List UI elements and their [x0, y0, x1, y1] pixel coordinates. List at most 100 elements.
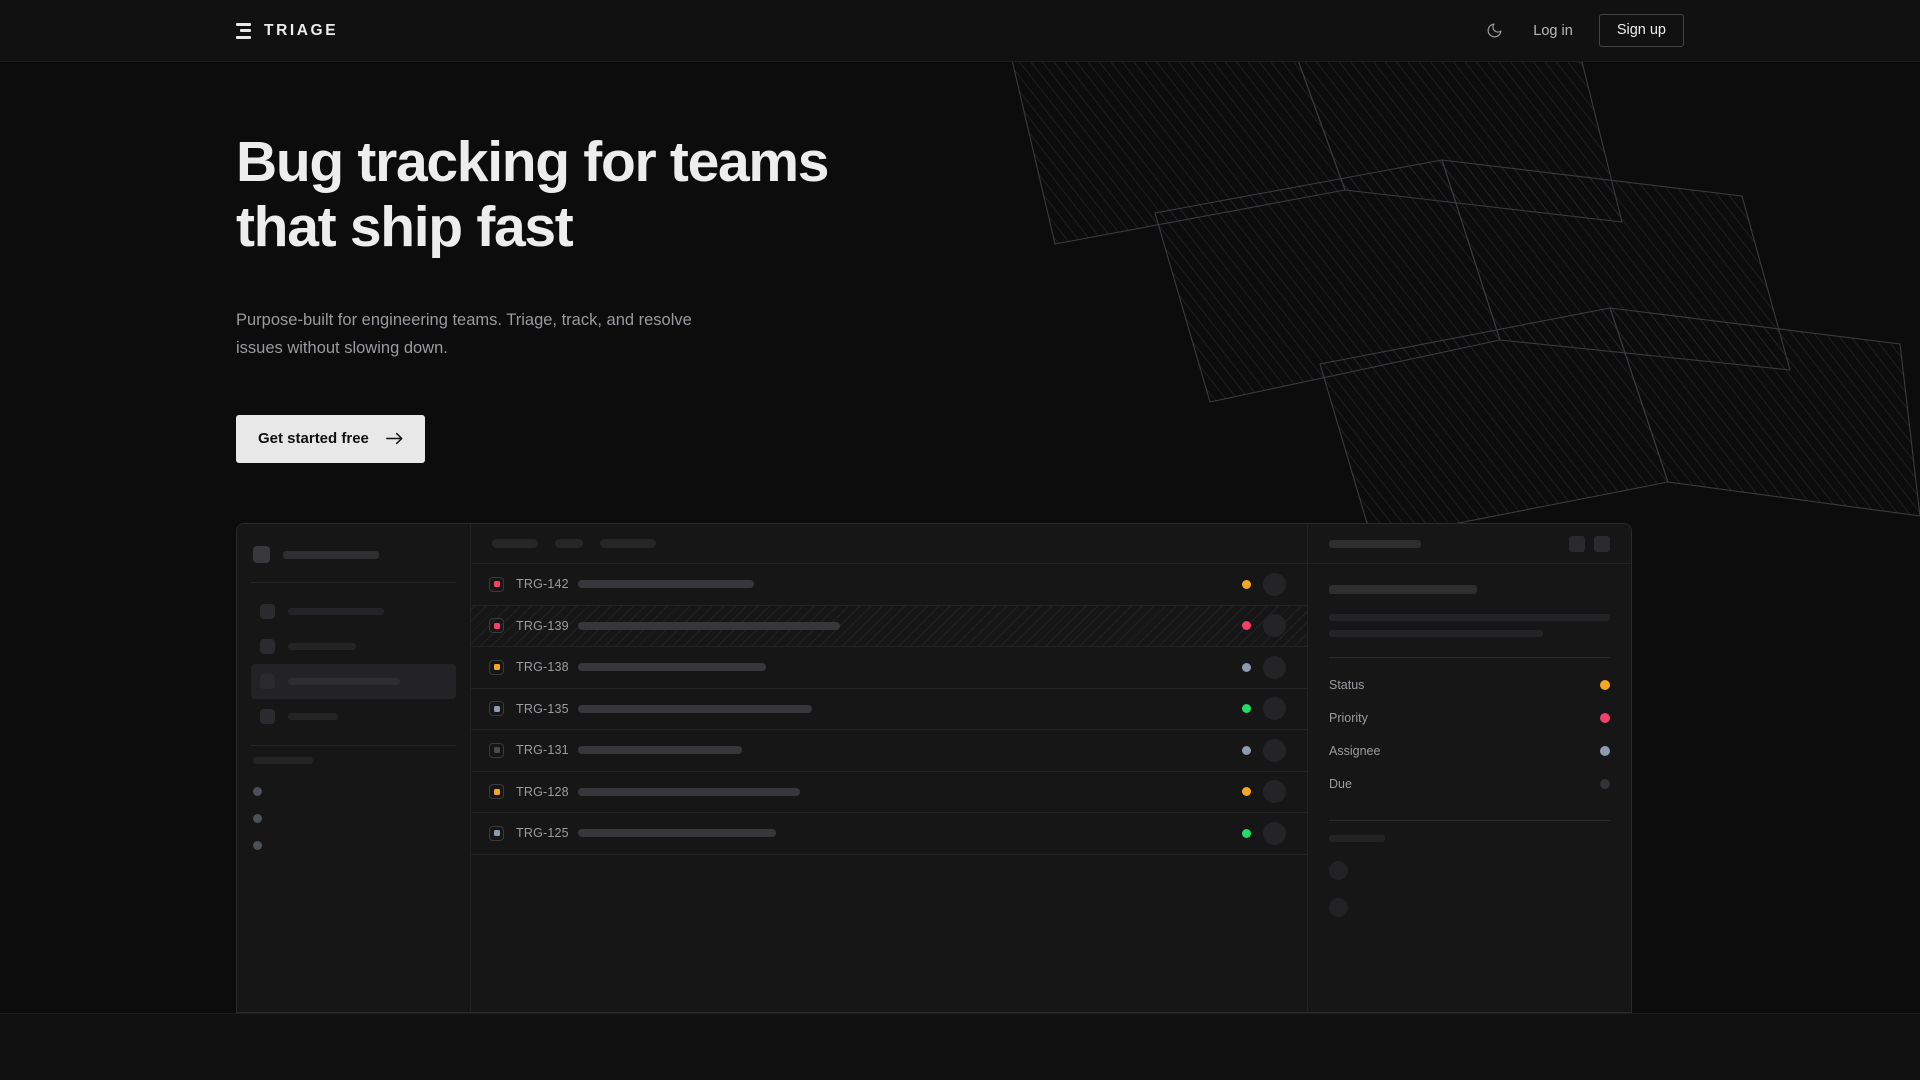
- cta-label: Get started free: [258, 430, 369, 448]
- detail-issue-title-skeleton: [1329, 585, 1477, 594]
- table-row[interactable]: TRG-138: [471, 647, 1307, 689]
- people-label-skeleton: [1329, 835, 1385, 842]
- nav-item-label-skeleton: [288, 713, 338, 720]
- row-indicators: [1242, 572, 1286, 596]
- table-row[interactable]: TRG-135: [471, 689, 1307, 730]
- list-item[interactable]: [1329, 852, 1610, 889]
- issue-title-skeleton: [578, 746, 742, 755]
- signup-button[interactable]: Sign up: [1598, 14, 1684, 47]
- issue-list-panel: TRG-142 TRG-139 TRG-138: [471, 524, 1308, 1012]
- detail-people-section: [1329, 835, 1610, 926]
- sidebar-item-1[interactable]: [251, 594, 456, 629]
- status-dot-icon: [1242, 745, 1251, 755]
- issue-title-skeleton: [578, 704, 812, 713]
- mockup-sidebar: [237, 524, 471, 1012]
- list-item[interactable]: [1329, 889, 1610, 926]
- status-dot-icon: [1242, 828, 1251, 838]
- nav-item-label-skeleton: [288, 678, 400, 685]
- table-row[interactable]: TRG-131: [471, 730, 1307, 772]
- detail-action-icon[interactable]: [1569, 535, 1585, 552]
- issue-title-skeleton: [578, 621, 840, 630]
- issue-key: TRG-131: [516, 743, 569, 758]
- status-dot-icon: [1242, 579, 1251, 589]
- nav-item-label-skeleton: [288, 643, 356, 650]
- priority-badge-icon: [489, 742, 504, 758]
- detail-desc-line: [1329, 630, 1543, 637]
- row-indicators: [1242, 738, 1286, 762]
- row-indicators: [1242, 655, 1286, 679]
- sidebar-item-3-active[interactable]: [251, 664, 456, 699]
- due-value-dot-icon: [1600, 778, 1610, 789]
- nav-item-icon: [260, 709, 275, 724]
- filter-chip-1[interactable]: [492, 539, 538, 548]
- meta-row-assignee[interactable]: Assignee: [1329, 734, 1610, 767]
- issue-key: TRG-125: [516, 826, 569, 841]
- table-row[interactable]: TRG-128: [471, 772, 1307, 813]
- priority-badge-icon: [489, 659, 504, 675]
- detail-header: [1308, 524, 1631, 564]
- sidebar-project-3[interactable]: [251, 832, 456, 859]
- hero-section: Bug tracking for teams that ship fast Pu…: [0, 62, 1920, 463]
- issue-title-skeleton: [578, 580, 754, 589]
- detail-title-skeleton: [1329, 539, 1421, 548]
- sidebar-divider-top: [251, 582, 456, 583]
- arrow-right-icon: [386, 432, 403, 445]
- project-dot-icon: [253, 841, 262, 850]
- app-preview-mockup: TRG-142 TRG-139 TRG-138: [236, 523, 1632, 1013]
- priority-badge-icon: [489, 576, 504, 592]
- meta-row-priority[interactable]: Priority: [1329, 701, 1610, 734]
- filter-chip-2[interactable]: [555, 539, 583, 548]
- avatar: [1263, 614, 1286, 638]
- nav-item-icon: [260, 604, 275, 619]
- priority-badge-icon: [489, 825, 504, 841]
- workspace-switcher[interactable]: [251, 538, 456, 571]
- issue-key: TRG-139: [516, 618, 569, 633]
- table-row[interactable]: TRG-139: [471, 605, 1307, 647]
- row-indicators: [1242, 614, 1286, 638]
- table-row[interactable]: TRG-142: [471, 564, 1307, 606]
- priority-value-dot-icon: [1600, 712, 1610, 723]
- issue-title-skeleton: [578, 787, 800, 796]
- nav-item-label-skeleton: [288, 608, 384, 615]
- issue-detail-panel: Status Priority Assignee Due: [1308, 524, 1631, 1012]
- detail-desc-line: [1329, 614, 1610, 621]
- row-indicators: [1242, 780, 1286, 804]
- issue-key: TRG-138: [516, 660, 569, 675]
- nav-item-icon: [260, 639, 275, 654]
- meta-row-due[interactable]: Due: [1329, 767, 1610, 800]
- issue-key: TRG-142: [516, 577, 569, 592]
- stacked-bars-logo-icon: [236, 22, 251, 39]
- workspace-square-icon: [253, 546, 270, 563]
- meta-label: Status: [1329, 677, 1365, 692]
- headline-line-1: Bug tracking for teams: [236, 130, 830, 194]
- header-actions: Log in Sign up: [1481, 14, 1684, 47]
- table-row[interactable]: TRG-125: [471, 813, 1307, 855]
- status-value-dot-icon: [1600, 679, 1610, 690]
- sidebar-item-2[interactable]: [251, 629, 456, 664]
- sidebar-project-2[interactable]: [251, 805, 456, 832]
- issue-list-toolbar: [471, 524, 1307, 564]
- workspace-name-skeleton: [283, 550, 379, 559]
- filter-chip-3[interactable]: [600, 539, 656, 548]
- meta-row-status[interactable]: Status: [1329, 668, 1610, 701]
- status-dot-icon: [1242, 704, 1251, 714]
- login-link[interactable]: Log in: [1533, 22, 1573, 39]
- meta-label: Due: [1329, 776, 1352, 791]
- avatar: [1329, 898, 1348, 917]
- moon-icon[interactable]: [1481, 18, 1507, 44]
- sidebar-project-1[interactable]: [251, 778, 456, 805]
- status-dot-icon: [1242, 621, 1251, 631]
- brand-name: TRIAGE: [264, 21, 339, 39]
- avatar: [1263, 572, 1286, 596]
- detail-action-icon[interactable]: [1594, 535, 1610, 552]
- sidebar-item-4[interactable]: [251, 699, 456, 734]
- status-dot-icon: [1242, 787, 1251, 797]
- issue-title-skeleton: [578, 663, 766, 672]
- detail-divider-2: [1329, 820, 1610, 821]
- issue-key: TRG-135: [516, 701, 569, 716]
- avatar: [1263, 697, 1286, 721]
- brand-logo[interactable]: TRIAGE: [236, 22, 338, 40]
- get-started-button[interactable]: Get started free: [236, 414, 425, 463]
- meta-label: Assignee: [1329, 743, 1381, 758]
